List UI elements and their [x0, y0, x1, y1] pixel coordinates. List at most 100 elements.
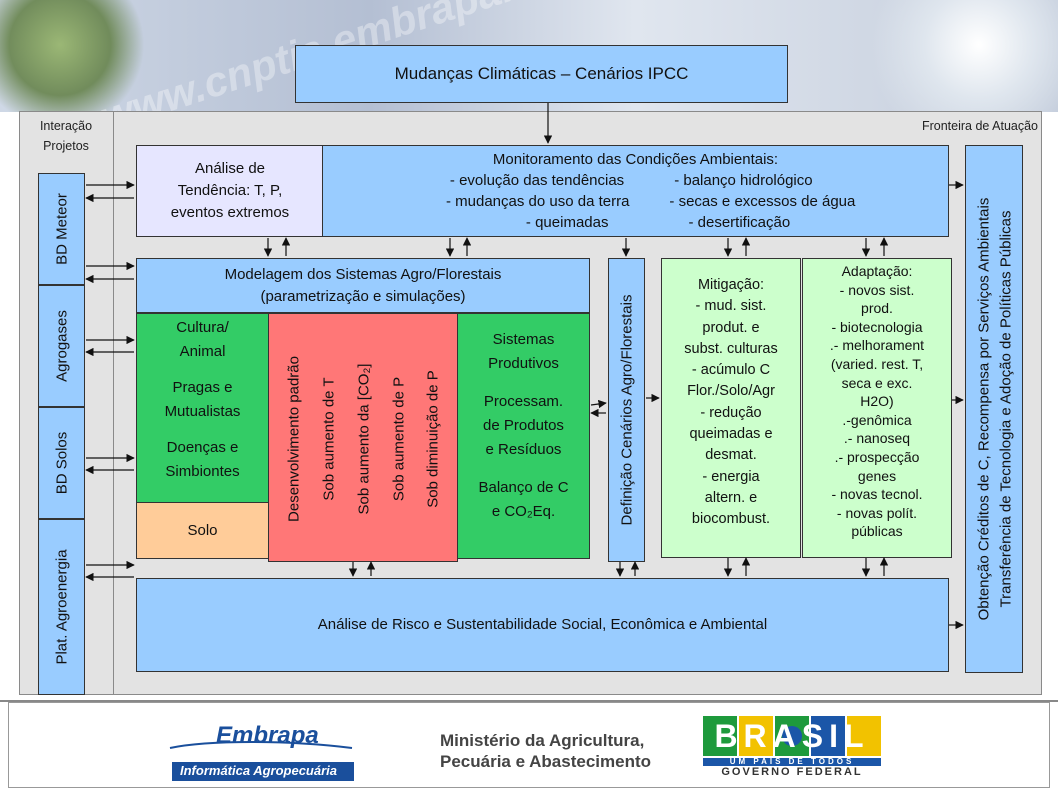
adaptation-line: .- prospecção: [834, 448, 920, 465]
monitoring-item: - balanço hidrológico: [674, 172, 813, 189]
risk-analysis-box: Análise de Risco e Sustentabilidade Soci…: [136, 578, 949, 672]
mitigation-line: - acúmulo C: [691, 362, 771, 379]
mitigation-line: produt. e: [702, 319, 760, 336]
crop-line: Mutualistas: [164, 403, 241, 420]
systems-line: Balanço de C: [478, 479, 569, 496]
systems-line: e Resíduos: [485, 441, 562, 458]
scenarios-box: Desenvolvimento padrão Sob aumento de T …: [268, 313, 458, 562]
brasil-logo-mark: [703, 716, 881, 766]
plat-agroenergia-label: Plat. Agroenergia: [53, 549, 70, 665]
modeling-line2: (parametrização e simulações): [260, 287, 466, 305]
header-decoration-right: [860, 0, 1058, 112]
adaptation-line: seca e exc.: [841, 374, 913, 391]
adaptation-line: .- melhorament: [829, 337, 925, 354]
brasil-logo-text: BRASIL: [714, 718, 870, 754]
embrapa-logo: Embrapa Informática Agropecuária: [168, 722, 354, 782]
monitoring-row: - mudanças do uso da terra - secas e exc…: [323, 191, 948, 212]
scenario-label: Sob aumento de T: [320, 377, 338, 501]
systems-line: e CO₂Eq.: [491, 503, 556, 520]
production-systems-box: Sistemas Produtivos Processam. de Produt…: [457, 313, 590, 559]
monitoring-title: Monitoramento das Condições Ambientais:: [492, 151, 779, 168]
adaptation-line: - novas tecnol.: [831, 486, 923, 503]
ministry-line2: Pecuária e Abastecimento: [440, 752, 652, 771]
monitoring-item: - mudanças do uso da terra: [445, 193, 630, 210]
credits-policies-box: Obtenção Créditos de C, Recompensa por S…: [965, 145, 1023, 673]
mitigation-line: Flor./Solo/Agr: [687, 383, 775, 400]
adaptation-line: (varied. rest. T,: [830, 355, 924, 372]
agrogases-box: Agrogases: [38, 285, 85, 407]
mitigation-line: - redução: [700, 404, 762, 421]
monitoring-item: - desertificação: [688, 214, 791, 231]
monitoring-box: Monitoramento das Condições Ambientais: …: [322, 145, 949, 237]
interaction-label-line1: Interação: [39, 119, 93, 133]
action-frontier-label: Fronteira de Atuação: [921, 119, 1038, 133]
crop-animal-box: Cultura/ Animal Pragas e Mutualistas Doe…: [136, 313, 269, 503]
mitigation-line: subst. culturas: [684, 340, 778, 357]
trend-analysis-line3: eventos extremos: [170, 204, 290, 221]
monitoring-item: - evolução das tendências: [449, 172, 625, 189]
adaptation-line: .-genômica: [842, 411, 912, 428]
systems-line: Processam.: [483, 393, 564, 410]
adaptation-line: - novas polít.: [836, 504, 918, 521]
mitigation-box: Mitigação: - mud. sist. produt. e subst.…: [661, 258, 801, 558]
systems-line: Sistemas: [492, 331, 555, 348]
systems-line: Produtivos: [488, 355, 559, 372]
bd-meteor-label: BD Meteor: [53, 193, 70, 265]
crop-line: Simbiontes: [165, 463, 240, 480]
credits-label: Obtenção Créditos de C, Recompensa por S…: [975, 197, 993, 621]
adaptation-line: prod.: [861, 300, 893, 317]
embrapa-logo-text: Embrapa: [216, 722, 319, 749]
brasil-logo: BRASIL UM PAÍS DE TODOS GOVERNO FEDERAL: [703, 716, 881, 778]
header-decoration-left: [0, 0, 150, 112]
modeling-box: Modelagem dos Sistemas Agro/Florestais (…: [136, 258, 590, 313]
adaptation-line: H2O): [860, 393, 894, 410]
adaptation-line: - novos sist.: [839, 281, 915, 298]
scenario-label: Sob aumento da [CO₂]: [355, 363, 373, 515]
modeling-line1: Modelagem dos Sistemas Agro/Florestais: [224, 265, 502, 283]
ministry-line1: Ministério da Agricultura,: [440, 731, 645, 750]
mitigation-line: - mud. sist.: [695, 298, 767, 315]
adaptation-box: Adaptação: - novos sist. prod. - biotecn…: [802, 258, 952, 558]
footer-border: [8, 702, 1050, 788]
scenario-definition-box: Definição Cenários Agro/Florestais: [608, 258, 645, 562]
crop-line: Pragas e: [172, 379, 233, 396]
brasil-logo-slogan: UM PAÍS DE TODOS: [729, 757, 855, 766]
trend-analysis-box: Análise de Tendência: T, P, eventos extr…: [136, 145, 324, 237]
scenario-definition-label: Definição Cenários Agro/Florestais: [618, 294, 635, 526]
ministry-logo: Ministério da Agricultura, Pecuária e Ab…: [440, 730, 670, 772]
policies-label: Transferência de Tecnologia e Adoção de …: [997, 210, 1015, 608]
crop-line: Animal: [179, 343, 226, 360]
trend-analysis-line2: Tendência: T, P,: [177, 182, 283, 199]
mitigation-line: desmat.: [705, 447, 757, 464]
crop-line: Doenças e: [166, 439, 239, 456]
interaction-projects-label: Interação Projetos: [20, 116, 112, 156]
mitigation-line: Mitigação:: [697, 277, 765, 293]
bd-solos-box: BD Solos: [38, 407, 85, 519]
plat-agroenergia-box: Plat. Agroenergia: [38, 519, 85, 695]
bd-solos-label: BD Solos: [53, 431, 70, 495]
mitigation-line: - energia: [702, 468, 760, 485]
adaptation-line: - biotecnologia: [831, 318, 923, 335]
systems-line: de Produtos: [483, 417, 564, 434]
monitoring-row: - queimadas - desertificação: [323, 212, 948, 233]
crop-line: Cultura/: [176, 319, 229, 336]
adaptation-line: Adaptação:: [841, 263, 913, 279]
scenario-label: Sob aumento de P: [390, 376, 408, 502]
monitoring-item: - secas e excessos de água: [669, 193, 856, 210]
adaptation-line: genes: [857, 467, 897, 484]
agrogases-label: Agrogases: [53, 310, 70, 382]
adaptation-line: .- nanoseq: [843, 430, 911, 447]
mitigation-line: queimadas e: [689, 426, 773, 443]
mitigation-line: biocombust.: [691, 511, 771, 528]
mitigation-line: altern. e: [704, 489, 758, 506]
embrapa-logo-subtitle: Informática Agropecuária: [180, 763, 338, 778]
scenario-label: Desenvolvimento padrão: [285, 356, 303, 522]
brasil-logo-government: GOVERNO FEDERAL: [721, 766, 863, 778]
soil-box: Solo: [136, 502, 269, 559]
scenario-label: Sob diminuição de P: [424, 370, 442, 508]
interaction-label-line2: Projetos: [43, 139, 89, 153]
trend-analysis-line1: Análise de: [194, 160, 266, 177]
monitoring-item: - queimadas: [525, 214, 609, 231]
embrapa-logo-mark: [169, 741, 354, 781]
adaptation-line: públicas: [851, 523, 903, 540]
